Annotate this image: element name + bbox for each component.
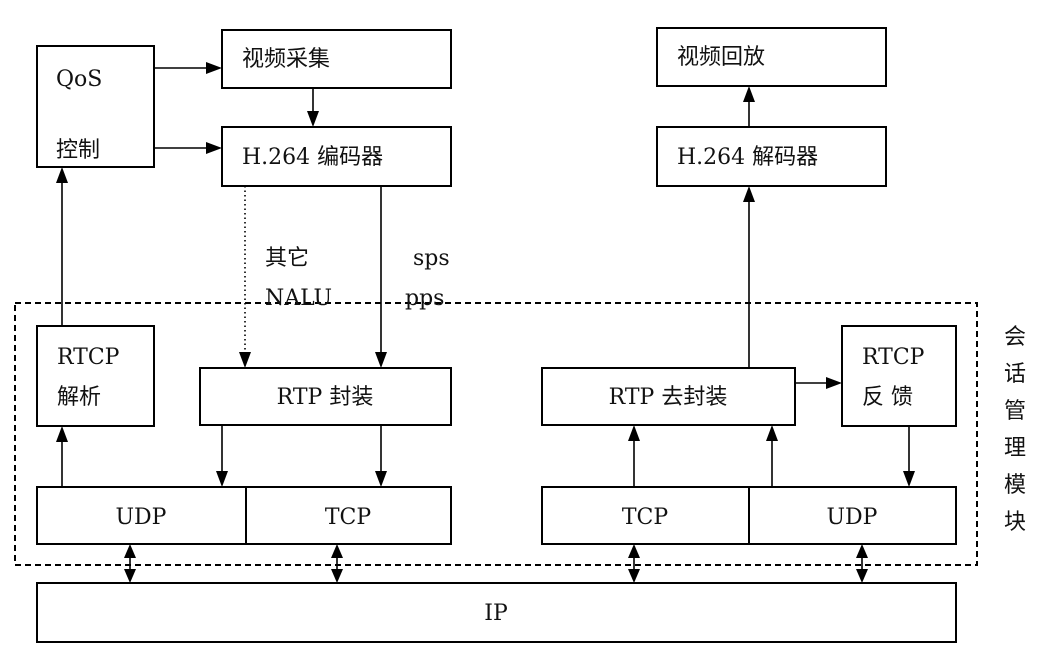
rtp-unpack-box	[541, 367, 796, 426]
arrow-rtcp-feedback-to-udp	[903, 426, 915, 487]
h264-decoder-label: H.264 解码器	[677, 145, 818, 170]
rtcp-parse-label-line1: RTCP	[57, 345, 120, 370]
bidir-arrow-right-udp-ip	[856, 544, 868, 583]
arrow-rtp-unpack-to-rtcp-feedback	[795, 377, 842, 389]
bidir-arrow-left-udp-ip	[124, 544, 136, 583]
rtp-unpack-label: RTP 去封装	[609, 385, 728, 410]
ip-label: IP	[484, 601, 508, 626]
left-tcp-label: TCP	[325, 505, 372, 530]
arrow-decoder-to-playback	[743, 86, 755, 127]
rtcp-feedback-label-line2: 反 馈	[862, 385, 913, 410]
session-module-char-3: 管	[1004, 399, 1026, 424]
edge-label-pps: pps	[405, 286, 444, 311]
session-module-char-2: 话	[1004, 362, 1026, 387]
arrow-qos-to-encoder	[154, 142, 222, 154]
right-udp-label: UDP	[827, 505, 878, 530]
qos-label-line1: QoS	[56, 67, 102, 92]
session-module-char-5: 模	[1004, 473, 1026, 498]
arrow-rtp-pack-to-udp	[216, 425, 228, 487]
arrow-udp-to-rtcp-parse	[56, 426, 68, 487]
edge-label-other-line1: 其它	[265, 246, 309, 271]
arrow-encoder-sps-pps	[375, 186, 387, 368]
rtcp-feedback-box	[841, 325, 957, 427]
session-module-char-4: 理	[1004, 436, 1026, 461]
arrow-rtp-unpack-to-decoder	[743, 186, 755, 368]
left-udp-label: UDP	[116, 505, 167, 530]
rtcp-feedback-label-line1: RTCP	[862, 345, 925, 370]
h264-encoder-box	[221, 126, 452, 187]
bidir-arrow-left-tcp-ip	[331, 544, 343, 583]
ip-box	[36, 582, 957, 643]
session-module-char-6: 块	[1004, 510, 1026, 535]
bidir-arrow-right-tcp-ip	[628, 544, 640, 583]
right-udp-box	[748, 486, 957, 545]
session-module-char-1: 会	[1004, 325, 1026, 350]
video-playback-box	[656, 27, 887, 87]
arrow-tcp-to-rtp-unpack	[628, 425, 640, 487]
video-capture-box	[221, 29, 452, 89]
arrow-rtp-pack-to-tcp	[375, 425, 387, 487]
h264-decoder-box	[656, 126, 887, 187]
arrow-capture-to-encoder	[307, 88, 319, 127]
session-module-boundary	[14, 302, 978, 566]
qos-box	[36, 45, 155, 168]
rtcp-parse-label-line2: 解析	[57, 385, 101, 410]
right-tcp-label: TCP	[622, 505, 669, 530]
h264-encoder-label: H.264 编码器	[242, 145, 383, 170]
rtcp-parse-box	[36, 325, 155, 427]
arrow-qos-to-capture	[154, 62, 222, 74]
edge-label-sps: sps	[413, 246, 450, 271]
qos-label-line2: 控制	[56, 138, 100, 163]
rtp-pack-label: RTP 封装	[277, 385, 374, 410]
video-playback-label: 视频回放	[677, 45, 765, 70]
arrow-udp-to-rtp-unpack	[766, 425, 778, 487]
left-tcp-box	[245, 486, 452, 545]
rtp-pack-box	[199, 367, 452, 426]
video-capture-label: 视频采集	[242, 47, 330, 72]
right-tcp-box	[541, 486, 750, 545]
arrow-encoder-other-nalu	[239, 186, 251, 368]
arrow-rtcp-parse-to-qos	[56, 167, 68, 326]
edge-label-other-line2: NALU	[265, 286, 332, 311]
